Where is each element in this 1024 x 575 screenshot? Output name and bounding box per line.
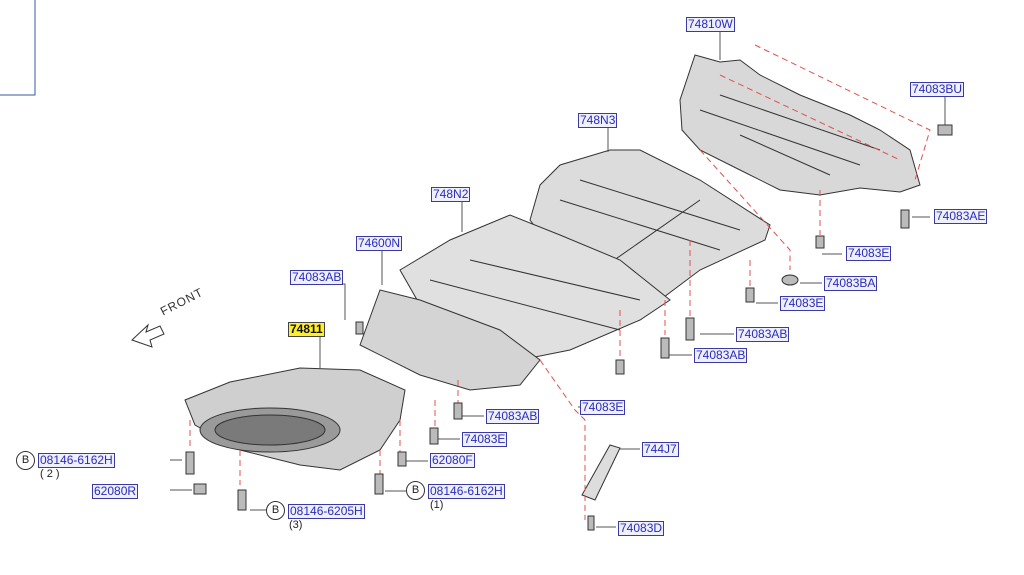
part-label-62080R[interactable]: 62080R — [92, 484, 139, 499]
part-label-744J7[interactable]: 744J7 — [642, 442, 679, 457]
part-label-74600N[interactable]: 74600N — [356, 236, 403, 251]
part-label-74083E[interactable]: 74083E — [462, 432, 508, 447]
part-label-74811-highlighted[interactable]: 74811 — [288, 322, 325, 337]
rear-under-cover-shape — [679, 54, 921, 196]
quantity-label: (3) — [289, 519, 303, 531]
part-label-74083AB[interactable]: 74083AB — [736, 327, 790, 342]
part-label-08146-6162H[interactable]: 08146-6162H — [38, 453, 115, 468]
part-label-08146-6205H[interactable]: 08146-6205H — [288, 504, 365, 519]
part-label-74083AE[interactable]: 74083AE — [934, 209, 988, 224]
front-arrow-icon — [131, 323, 165, 348]
part-label-74083AB[interactable]: 74083AB — [486, 409, 540, 424]
quantity-label: (1) — [430, 499, 444, 511]
part-label-74083AB[interactable]: 74083AB — [290, 270, 344, 285]
leader-lines — [170, 32, 946, 528]
dashed-guide-lines — [189, 44, 931, 520]
part-label-74083E[interactable]: 74083E — [780, 296, 826, 311]
part-label-74083D[interactable]: 74083D — [618, 521, 665, 536]
part-label-08146-6162H[interactable]: 08146-6162H — [428, 484, 505, 499]
part-label-748N3[interactable]: 748N3 — [578, 113, 618, 128]
bolt-marker-b: B — [406, 481, 425, 500]
frame-corner — [0, 0, 36, 96]
part-label-74083E[interactable]: 74083E — [846, 246, 892, 261]
bolt-marker-b: B — [16, 451, 35, 470]
bolt-marker-b: B — [266, 501, 285, 520]
fasteners — [185, 124, 953, 531]
part-label-748N2[interactable]: 748N2 — [431, 187, 471, 202]
part-label-74083BU[interactable]: 74083BU — [910, 82, 965, 97]
part-label-62080F[interactable]: 62080F — [430, 453, 475, 468]
part-label-74810W[interactable]: 74810W — [686, 17, 735, 32]
quantity-label: ( 2 ) — [40, 468, 60, 480]
part-label-74083BA[interactable]: 74083BA — [824, 276, 878, 291]
part-label-74083E[interactable]: 74083E — [580, 400, 626, 415]
front-under-cover-shape — [184, 367, 406, 471]
part-label-74083AB[interactable]: 74083AB — [694, 348, 748, 363]
bracket-shape — [581, 444, 621, 501]
